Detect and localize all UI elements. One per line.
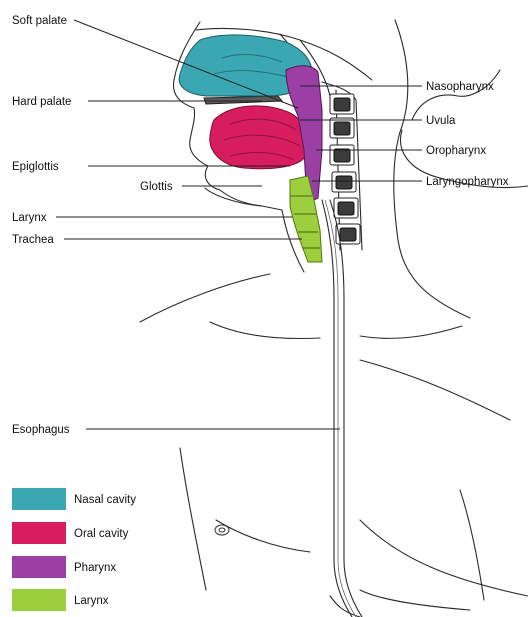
label-nasopharynx: Nasopharynx (426, 81, 494, 93)
label-soft-palate: Soft palate (12, 15, 67, 27)
label-esophagus: Esophagus (12, 424, 70, 436)
navel-mark (215, 525, 229, 535)
legend: Nasal cavity Oral cavity Pharynx Larynx (12, 488, 136, 611)
colored-regions (179, 35, 322, 262)
legend-swatch-larynx (12, 589, 66, 611)
label-epiglottis: Epiglottis (12, 161, 59, 173)
legend-label-nasal-cavity: Nasal cavity (74, 494, 136, 506)
label-uvula: Uvula (426, 115, 456, 127)
legend-label-pharynx: Pharynx (74, 562, 116, 574)
legend-swatch-pharynx (12, 556, 66, 578)
label-hard-palate: Hard palate (12, 96, 71, 108)
label-oropharynx: Oropharynx (426, 145, 486, 157)
legend-swatch-oral-cavity (12, 522, 66, 544)
legend-label-larynx: Larynx (74, 595, 109, 607)
label-trachea: Trachea (12, 234, 54, 246)
label-laryngopharynx: Laryngopharynx (426, 176, 509, 188)
legend-swatch-nasal-cavity (12, 488, 66, 510)
label-glottis: Glottis (140, 181, 173, 193)
legend-label-oral-cavity: Oral cavity (74, 528, 129, 540)
esophagus-tube (322, 200, 362, 617)
label-larynx: Larynx (12, 212, 47, 224)
